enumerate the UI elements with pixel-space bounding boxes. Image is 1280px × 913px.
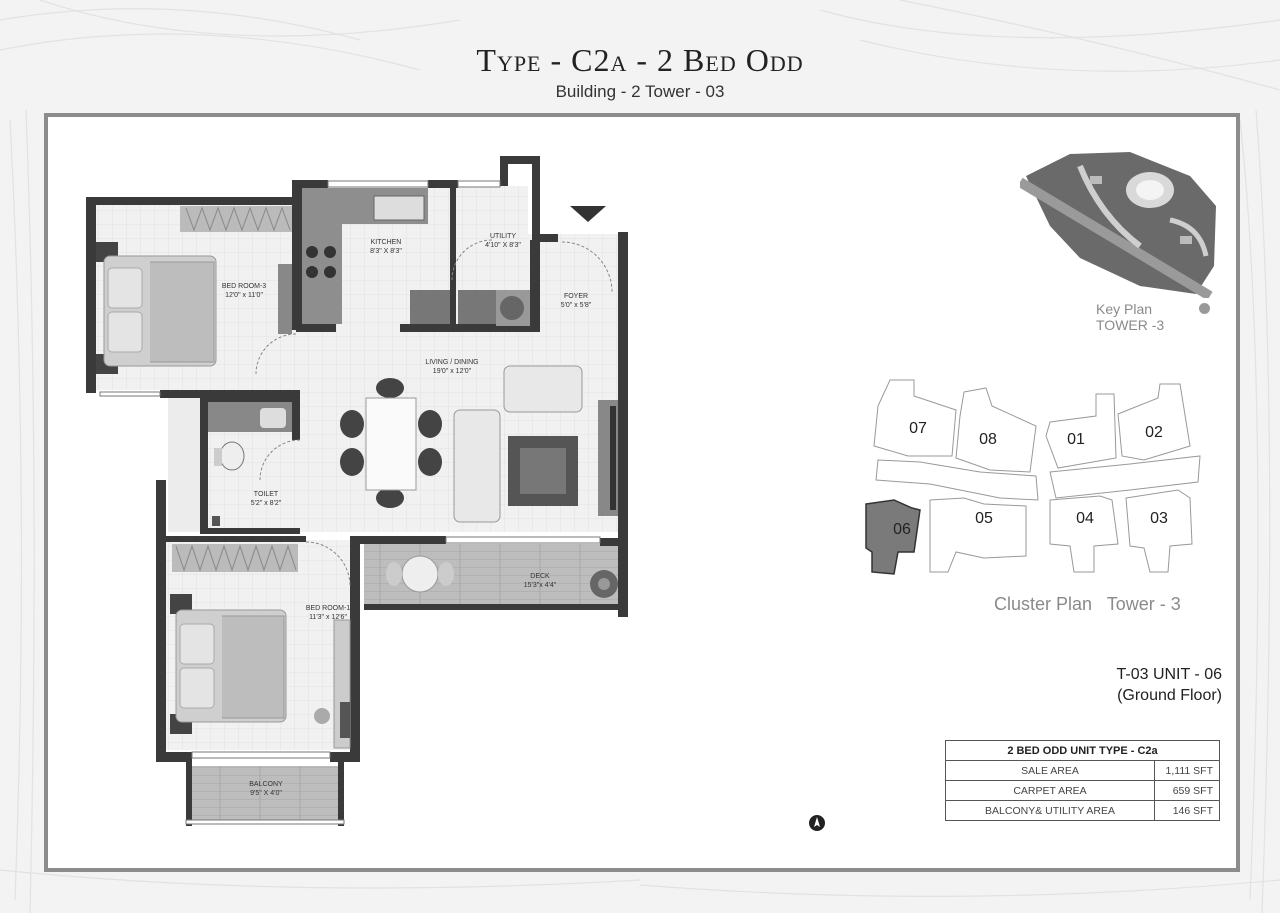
toilet-fixtures xyxy=(208,402,292,526)
foyer-size: 5'0" x 5'8" xyxy=(561,302,592,309)
balcony-name: BALCONY xyxy=(249,781,283,788)
balcony-size: 9'5" X 4'0" xyxy=(250,790,282,797)
area-label: SALE AREA xyxy=(945,760,1155,781)
foyer-name: FOYER xyxy=(564,293,588,300)
page-title: Type - C2a - 2 Bed Odd xyxy=(476,42,804,78)
north-compass-icon xyxy=(809,815,825,831)
bedroom3-size: 12'0" x 11'0" xyxy=(225,292,263,299)
cluster-block-03 xyxy=(1125,489,1193,573)
area-value: 1,111 SFT xyxy=(1154,760,1220,781)
unit-number: T-03 UNIT - 06 xyxy=(1116,666,1222,683)
area-value: 659 SFT xyxy=(1154,780,1220,801)
cluster-plan-caption: Cluster Plan Tower - 3 xyxy=(994,594,1181,614)
deck-furniture xyxy=(386,555,618,598)
wardrobes xyxy=(172,206,298,572)
cluster-label-08: 08 xyxy=(979,431,997,448)
cluster-label-01: 01 xyxy=(1067,431,1085,448)
cluster-block-04 xyxy=(1049,495,1119,573)
key-plan-label: Key Plan TOWER -3 xyxy=(1096,301,1164,333)
kitchen-name: KITCHEN xyxy=(371,239,402,246)
cluster-label-03: 03 xyxy=(1150,510,1168,527)
area-value: 146 SFT xyxy=(1154,800,1220,821)
deck-size: 15'3"x 4'4" xyxy=(524,582,557,589)
key-plan-marker-icon xyxy=(1199,303,1210,314)
cluster-block-05 xyxy=(929,497,1027,573)
toilet-size: 5'2" x 8'2" xyxy=(251,500,282,507)
unit-floor: (Ground Floor) xyxy=(1117,687,1222,704)
cluster-plan: 07 08 01 02 06 05 04 03 xyxy=(865,379,1201,575)
windows xyxy=(99,180,601,825)
cluster-label-05: 05 xyxy=(975,510,993,527)
living-name: LIVING / DINING xyxy=(425,359,478,366)
cluster-block-06-highlighted xyxy=(865,499,921,575)
bedroom1-name: BED ROOM-1 xyxy=(306,605,350,612)
area-label: BALCONY& UTILITY AREA xyxy=(945,800,1155,821)
cluster-block-02 xyxy=(1117,383,1191,461)
dining-table xyxy=(340,378,442,508)
deck-name: DECK xyxy=(530,573,550,580)
toilet-name: TOILET xyxy=(254,491,279,498)
walls xyxy=(86,156,628,826)
bedroom1-size: 11'3" x 12'6" xyxy=(309,614,347,621)
cluster-block-01 xyxy=(1045,393,1117,469)
area-table-header: 2 BED ODD UNIT TYPE - C2a xyxy=(945,740,1220,761)
cluster-block-07 xyxy=(873,379,957,457)
key-plan-line1: Key Plan xyxy=(1096,301,1153,317)
kitchen-counters xyxy=(278,188,530,334)
bed-room-3-bed xyxy=(96,242,217,374)
bedroom3-name: BED ROOM-3 xyxy=(222,283,266,290)
utility-name: UTILITY xyxy=(490,233,516,240)
area-label: CARPET AREA xyxy=(945,780,1155,801)
bed-room-1-bed xyxy=(170,594,351,749)
page-subtitle: Building - 2 Tower - 03 xyxy=(555,82,725,101)
cluster-block-08 xyxy=(955,387,1037,473)
living-size: 19'0" x 12'0" xyxy=(433,368,472,375)
utility-size: 4'10" X 8'3" xyxy=(485,242,521,249)
cluster-label-02: 02 xyxy=(1145,424,1163,441)
cluster-label-04: 04 xyxy=(1076,510,1094,527)
living-furniture xyxy=(453,365,618,523)
entry-arrow-icon xyxy=(570,206,606,222)
kitchen-size: 8'3" X 8'3" xyxy=(370,248,402,255)
cluster-label-06: 06 xyxy=(893,521,911,538)
key-plan-map xyxy=(1020,152,1216,298)
door-swings xyxy=(255,239,613,587)
key-plan-line2: TOWER -3 xyxy=(1096,317,1165,333)
cluster-label-07: 07 xyxy=(909,420,927,437)
unit-info: T-03 UNIT - 06 (Ground Floor) xyxy=(1080,664,1222,706)
